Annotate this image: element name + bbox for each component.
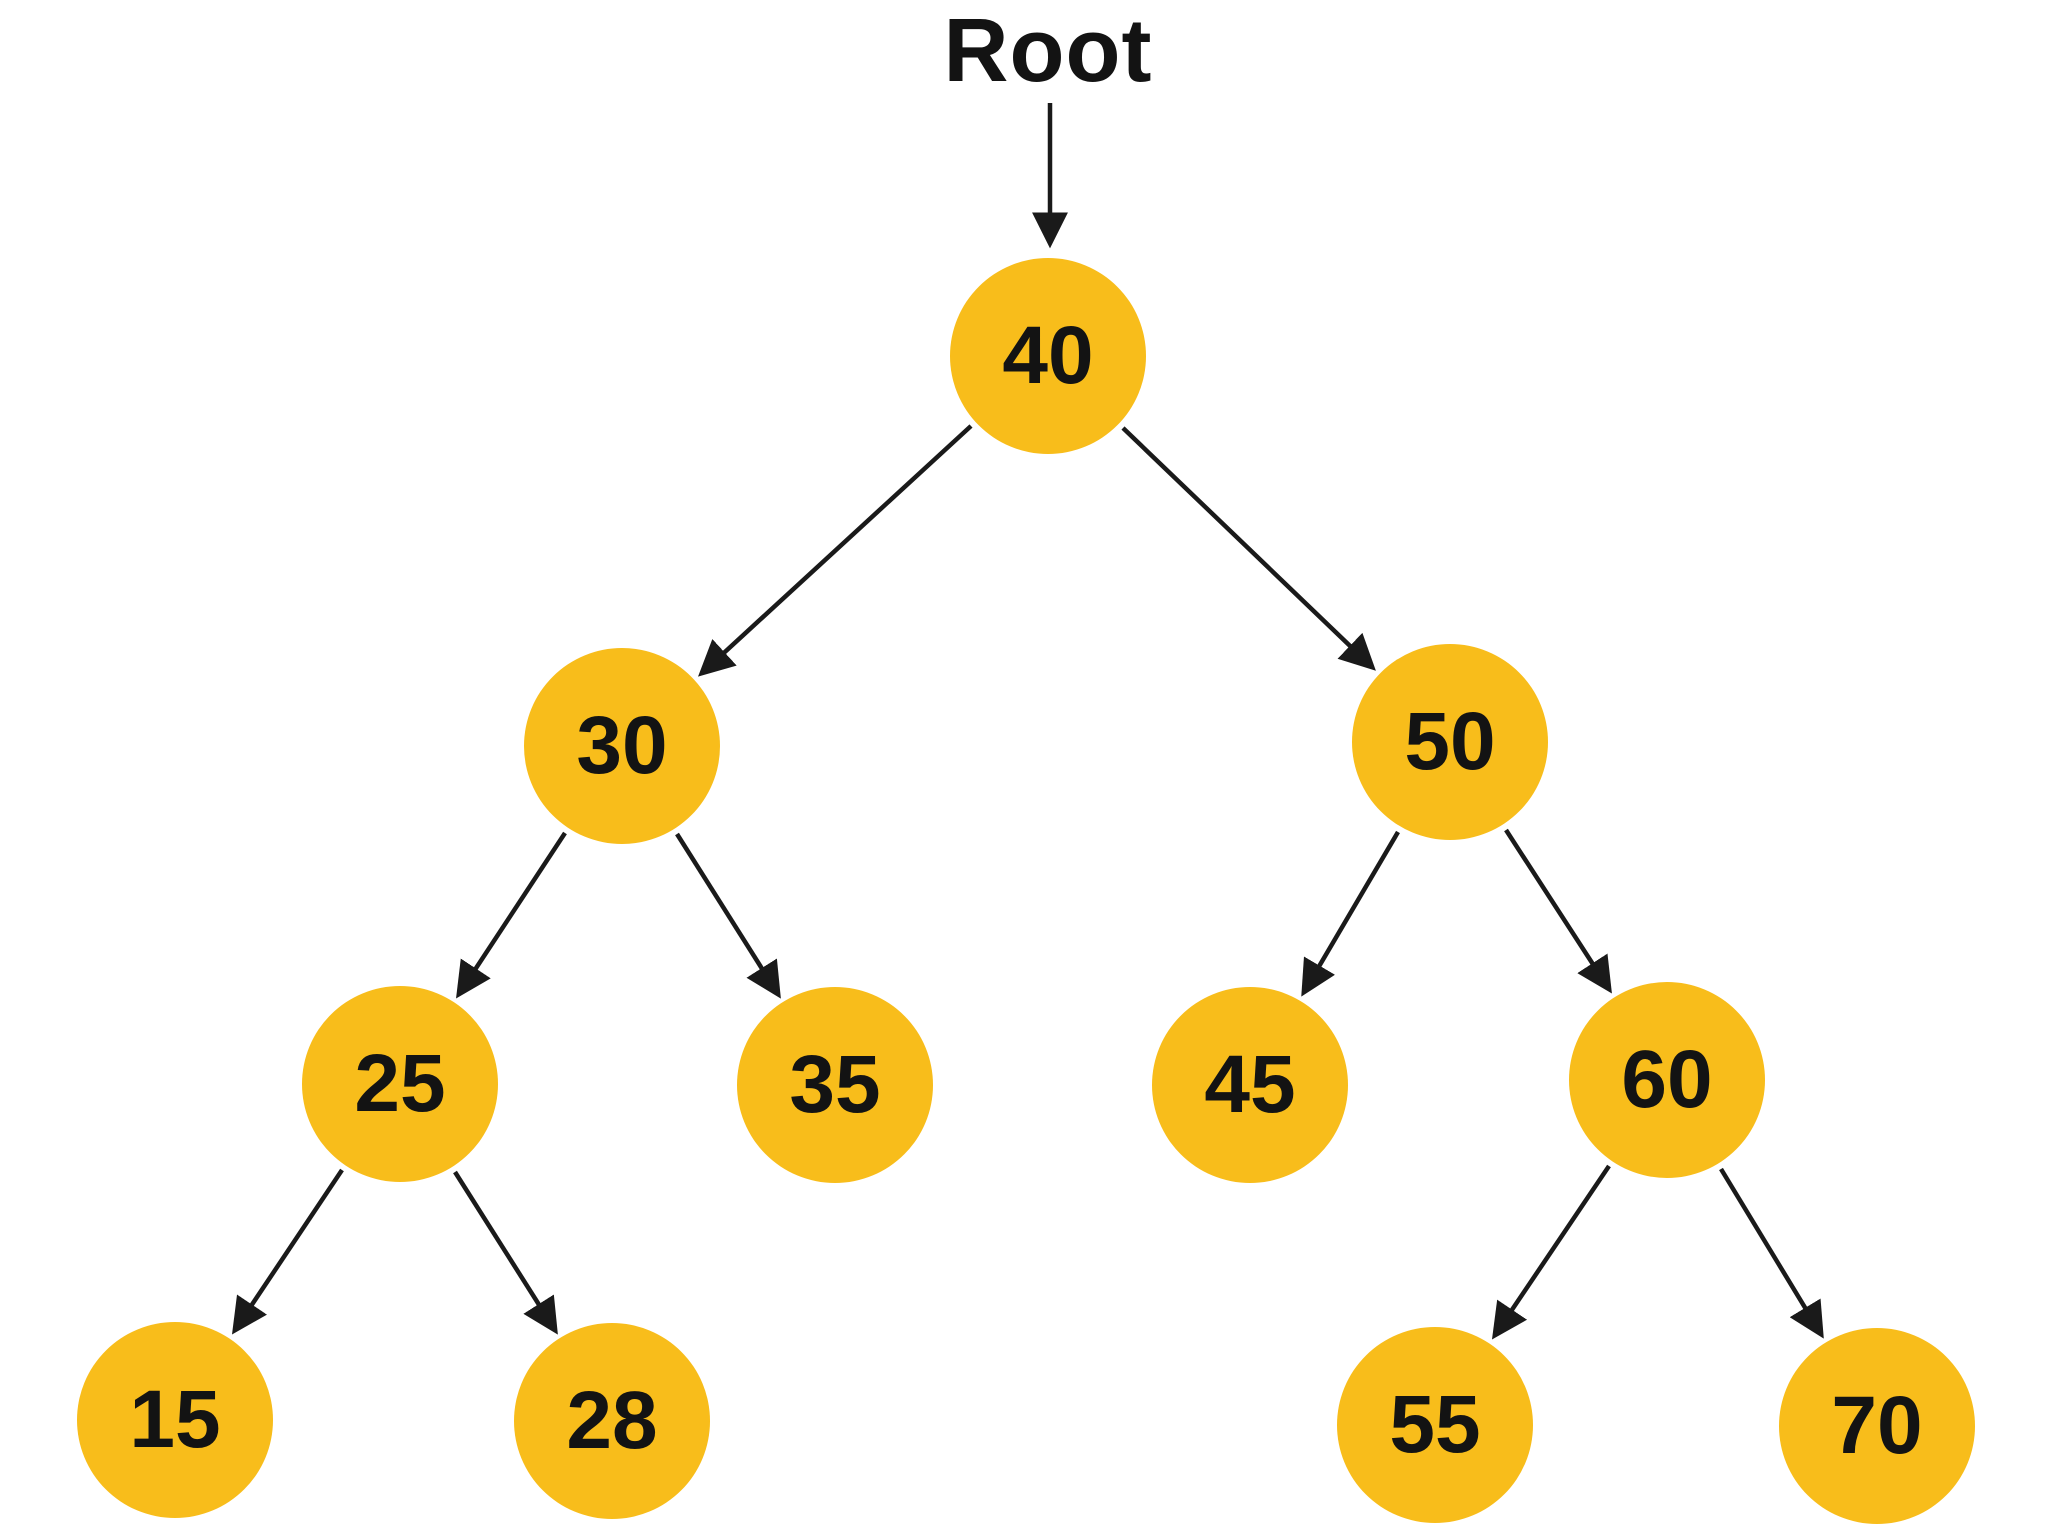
tree-node-60: 60 bbox=[1569, 982, 1765, 1178]
edge-30-to-25 bbox=[456, 831, 567, 999]
edge-60-to-70 bbox=[1719, 1167, 1824, 1339]
node-label: 40 bbox=[1002, 310, 1094, 401]
edge-30-to-35 bbox=[675, 832, 781, 999]
edge-25-to-28 bbox=[453, 1170, 558, 1335]
root-label: Root bbox=[943, 1, 1153, 101]
edge-40-to-50 bbox=[1121, 426, 1376, 671]
node-label: 50 bbox=[1404, 696, 1496, 787]
node-label: 55 bbox=[1389, 1379, 1481, 1470]
node-label: 70 bbox=[1831, 1380, 1923, 1471]
tree-node-50: 50 bbox=[1352, 644, 1548, 840]
edge-40-to-30 bbox=[698, 424, 973, 677]
edge-50-to-45 bbox=[1301, 830, 1400, 997]
tree-node-45: 45 bbox=[1152, 987, 1348, 1183]
edge-60-to-55 bbox=[1491, 1164, 1611, 1340]
node-label: 35 bbox=[789, 1039, 881, 1130]
tree-node-28: 28 bbox=[514, 1323, 710, 1519]
node-label: 30 bbox=[576, 700, 668, 791]
tree-node-25: 25 bbox=[302, 986, 498, 1182]
node-label: 60 bbox=[1621, 1034, 1713, 1125]
edge-50-to-60 bbox=[1504, 828, 1612, 994]
node-label: 25 bbox=[354, 1038, 446, 1129]
tree-node-40: 40 bbox=[950, 258, 1146, 454]
node-label: 45 bbox=[1204, 1039, 1296, 1130]
tree-node-55: 55 bbox=[1337, 1327, 1533, 1523]
tree-node-70: 70 bbox=[1779, 1328, 1975, 1524]
node-label: 28 bbox=[566, 1375, 658, 1466]
tree-node-30: 30 bbox=[524, 648, 720, 844]
tree-node-15: 15 bbox=[77, 1322, 273, 1518]
node-label: 15 bbox=[129, 1374, 221, 1465]
edge-25-to-15 bbox=[231, 1168, 344, 1335]
tree-node-35: 35 bbox=[737, 987, 933, 1183]
